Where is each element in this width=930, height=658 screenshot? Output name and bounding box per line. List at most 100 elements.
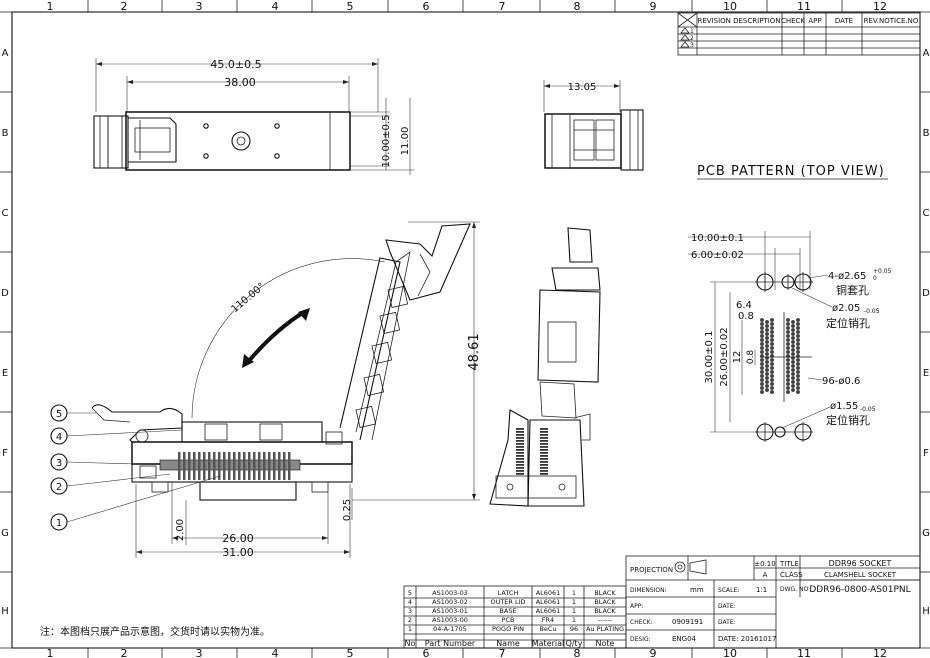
title-value: DDR96 SOCKET [829, 559, 892, 568]
pcb-note-pin2: ø1.55 [830, 401, 858, 412]
pcb-dim-0-8b: 0.8 [746, 350, 756, 365]
bom-cell: 04-A-1705 [433, 625, 467, 633]
dim-31: 31.00 [222, 546, 254, 559]
bom-cell: AL6061 [536, 589, 561, 597]
date-value: DATE: 20161017 [718, 635, 776, 643]
row-label-left: G [1, 528, 9, 539]
col-label-top: 8 [574, 0, 581, 13]
pcb-note-pin1-tol: -0.05 [864, 308, 880, 315]
rev-header-check: CHECK [781, 17, 805, 25]
bom-cell: OUTER LID [490, 598, 525, 606]
dwg-value: DDR96-0800-AS01PNL [809, 585, 910, 595]
rev-row-3: 3 [690, 42, 694, 49]
balloon-4: 4 [56, 432, 62, 443]
bom-cell: POGO PIN [492, 625, 524, 633]
col-label-top: 10 [723, 0, 737, 13]
row-label-right: H [922, 606, 930, 617]
col-label-top: 11 [797, 0, 811, 13]
pcb-note-tol-low: 0 [873, 275, 877, 282]
bom-cell: BeCu [539, 625, 556, 633]
balloon-1: 1 [56, 518, 62, 529]
dim-48-61: 48.61 [467, 333, 482, 370]
pcb-note-hole: 4-ø2.65 [828, 271, 866, 282]
balloon-5: 5 [56, 409, 62, 420]
pcb-note-pin1: ø2.05 [832, 303, 860, 314]
col-label-top: 1 [47, 0, 54, 13]
pcb-note-bushing: 铜套孔 [836, 283, 869, 297]
row-label-left: H [1, 606, 9, 617]
footer-note: 注：本图档只展产品示意图，交货时请以实物为准。 [40, 625, 270, 638]
bom-cell: 1 [572, 616, 576, 624]
col-label-bottom: 10 [723, 647, 737, 658]
row-label-right: B [923, 128, 930, 139]
bom-cell: 3 [408, 607, 412, 615]
bom-cell: FR4 [542, 616, 554, 624]
row-label-right: A [923, 48, 930, 59]
pcb-note-tol-up: +0.05 [873, 268, 892, 275]
row-label-right: D [922, 288, 930, 299]
bom-cell: AL6061 [536, 607, 561, 615]
col-label-bottom: 2 [121, 647, 128, 658]
dim-26: 26.00 [222, 532, 254, 545]
row-label-left: F [2, 448, 8, 459]
pcb-dim-0-8: 0.8 [738, 311, 754, 322]
lid-segments [355, 285, 409, 429]
pcb-dim-6: 6.00±0.02 [691, 250, 744, 261]
rev-header-app: APP [808, 17, 821, 25]
bom-cell: 4 [408, 598, 412, 606]
col-label-bottom: 8 [574, 647, 581, 658]
tolerance-class: A [763, 571, 768, 579]
row-label-left: C [2, 208, 9, 219]
bom-header-no: No [405, 639, 416, 648]
app-label: APP: [630, 603, 643, 610]
date-label-1: DATE: [718, 603, 736, 610]
title-block: PROJECTION ±0.10 A TITLE DDR96 SOCKET CL… [625, 555, 921, 649]
side-view: 13.05 [543, 80, 644, 171]
col-label-bottom: 7 [499, 647, 506, 658]
title-label: TITLE [779, 560, 799, 568]
date-label-2: DATE: [718, 619, 736, 626]
pcb-dim-6-4: 6.4 [736, 300, 752, 311]
dimension-label: DIMENSION: [630, 587, 667, 594]
col-label-bottom: 4 [272, 647, 279, 658]
pcb-title: PCB PATTERN (TOP VIEW) [697, 164, 885, 179]
pogo-pin-row [178, 452, 291, 480]
bom-header-note: Note [596, 639, 615, 648]
dim-45: 45.0±0.5 [210, 58, 261, 71]
bom-header-name: Name [496, 639, 520, 648]
open-angle: 110.00° [230, 281, 268, 315]
bom-cell: BASE [499, 607, 516, 615]
row-label-left: D [1, 288, 9, 299]
bom-cell: 1 [572, 598, 576, 606]
isometric-view [489, 227, 601, 507]
bom-cell: AS1003-00 [432, 616, 468, 624]
row-label-left: A [2, 48, 9, 59]
bom-cell: AL6061 [536, 598, 561, 606]
row-label-left: B [2, 128, 9, 139]
bom-header-qty: Q/ty [566, 639, 583, 648]
bom-cell: AS1003-02 [432, 598, 468, 606]
bom-cell: 5 [408, 589, 412, 597]
col-label-bottom: 6 [423, 647, 430, 658]
bom-cell: BLACK [594, 589, 616, 597]
col-label-top: 4 [272, 0, 279, 13]
rev-row-2: 2 [690, 35, 694, 42]
col-label-bottom: 5 [347, 647, 354, 658]
scale-label: SCALE: [718, 587, 739, 594]
col-label-top: 5 [347, 0, 354, 13]
col-label-bottom: 1 [47, 647, 54, 658]
tolerance: ±0.10 [754, 560, 775, 568]
bom-cell: Au PLATING [586, 625, 624, 633]
desig-value: ENG04 [672, 635, 697, 643]
bom-cell: 1 [572, 607, 576, 615]
bom-cell: 96 [570, 625, 578, 633]
dim-11: 11.00 [400, 127, 411, 156]
bom-cell: 1 [408, 625, 412, 633]
pcb-note-locating2: 定位销孔 [826, 413, 870, 427]
check-label: CHECK: [630, 619, 653, 626]
top-view: 45.0±0.5 38.00 10.00±0.5 11.00 [93, 58, 415, 175]
